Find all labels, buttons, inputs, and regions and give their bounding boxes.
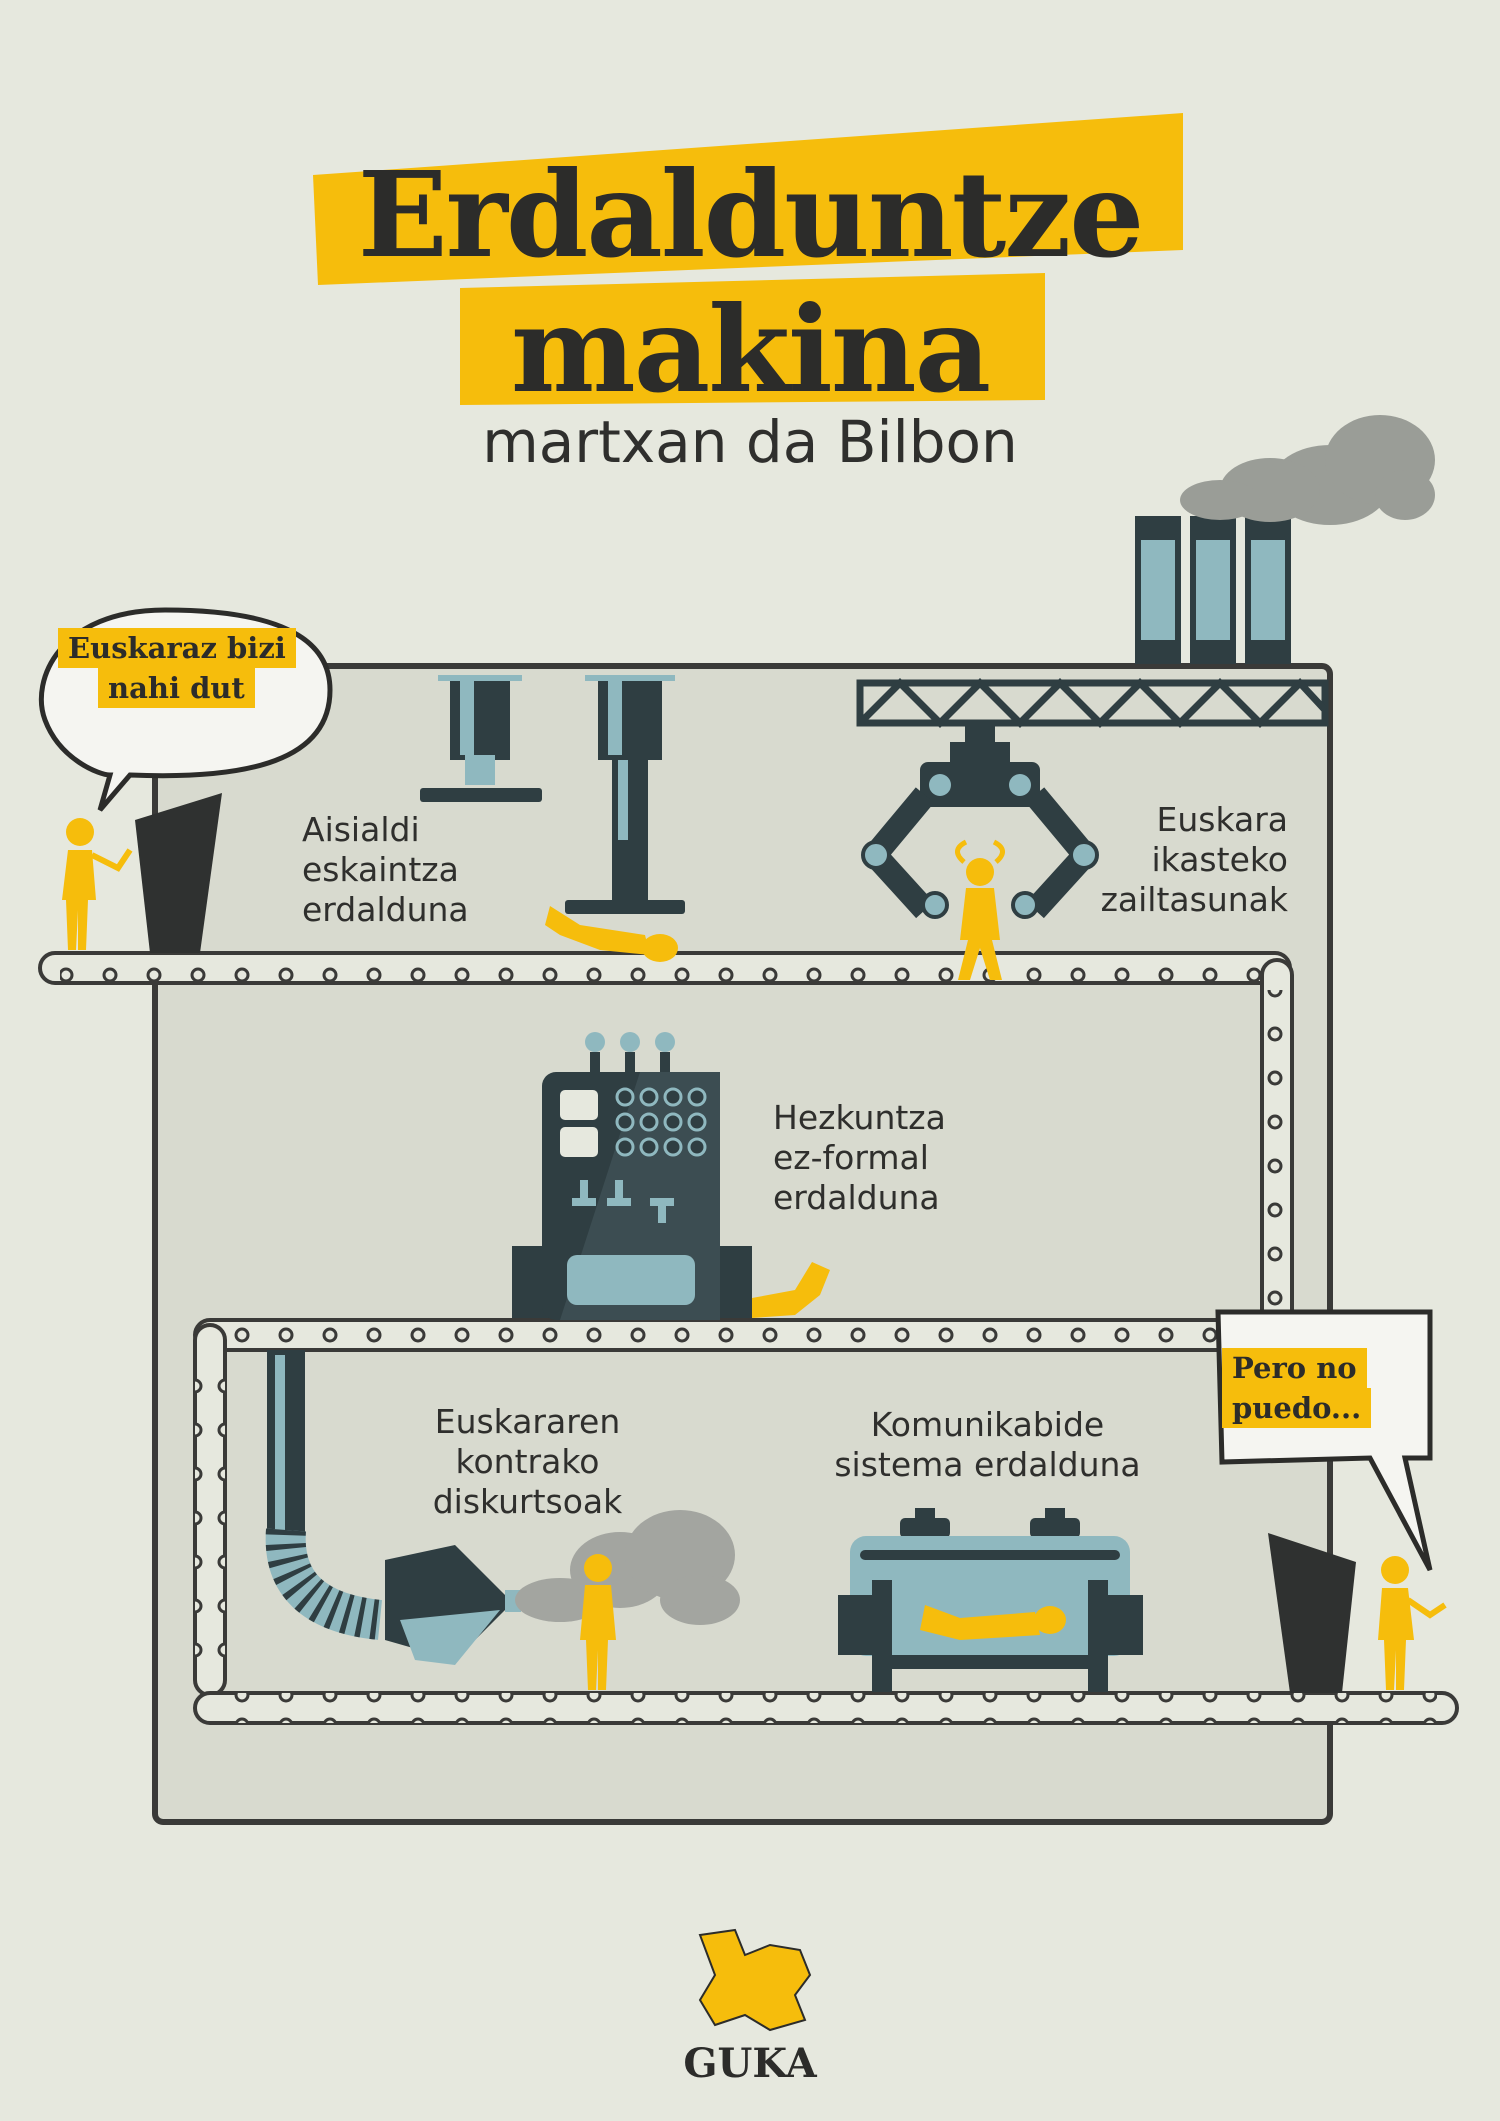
- page-subtitle: martxan da Bilbon: [482, 408, 1018, 476]
- title-band-2: [460, 273, 1045, 405]
- conveyor-right-vertical: [1260, 958, 1294, 1327]
- smokestacks: [1130, 506, 1296, 664]
- label-aisialdi-line3: erdalduna: [302, 890, 469, 929]
- bubble-left-line1: Euskaraz bizi: [58, 628, 296, 668]
- label-euskara-line2: ikasteko: [1151, 840, 1288, 879]
- label-hezkuntza-line1: Hezkuntza: [773, 1098, 946, 1137]
- speech-bubble-left-text: Euskaraz bizi nahi dut: [58, 628, 296, 708]
- label-euskara-line3: zailtasunak: [1100, 880, 1288, 919]
- bubble-right-line2: puedo...: [1222, 1388, 1372, 1428]
- bubble-left-line2: nahi dut: [98, 668, 255, 708]
- smoke-cloud-top: [1180, 415, 1435, 525]
- speech-bubble-right-text: Pero no puedo...: [1222, 1348, 1372, 1428]
- label-diskurtsoak-line1: Euskararen: [434, 1402, 621, 1441]
- label-euskara: Euskara ikasteko zailtasunak: [1080, 800, 1288, 920]
- person-icon-lying-2: [752, 1262, 830, 1318]
- press-machine-2: [565, 675, 685, 914]
- label-hezkuntza-line2: ez-formal: [773, 1138, 929, 1177]
- exit-funnel: [1268, 1533, 1356, 1693]
- title-band-1: [313, 113, 1183, 285]
- person-icon-entry: [62, 818, 133, 950]
- guka-logo-text: GUKA: [683, 2040, 817, 2087]
- page-title-line2: makina: [510, 280, 991, 419]
- label-hezkuntza-line3: erdalduna: [773, 1178, 940, 1217]
- label-hezkuntza: Hezkuntza ez-formal erdalduna: [773, 1098, 946, 1218]
- label-aisialdi: Aisialdi eskaintza erdalduna: [302, 810, 469, 930]
- conveyor-bottom: [193, 1691, 1459, 1725]
- label-komunikabide: Komunikabide sistema erdalduna: [800, 1405, 1175, 1485]
- label-euskara-line1: Euskara: [1156, 800, 1288, 839]
- conveyor-middle: [193, 1318, 1297, 1352]
- person-icon-claw: [955, 839, 1005, 980]
- label-komunikabide-line2: sistema erdalduna: [834, 1445, 1141, 1484]
- control-panel-machine: [512, 1032, 752, 1320]
- label-aisialdi-line1: Aisialdi: [302, 810, 420, 849]
- guka-logo-icon: [698, 1928, 812, 2032]
- conveyor-left-vertical: [193, 1323, 227, 1697]
- label-aisialdi-line2: eskaintza: [302, 850, 459, 889]
- label-komunikabide-line1: Komunikabide: [870, 1405, 1105, 1444]
- person-icon-smoke: [580, 1554, 616, 1690]
- person-icon-tank: [920, 1605, 1066, 1640]
- blower-machine: [265, 1350, 521, 1665]
- label-diskurtsoak-line3: diskurtsoak: [432, 1482, 623, 1521]
- smoke-cloud-bottom: [515, 1510, 740, 1625]
- person-icon-exit: [1378, 1556, 1447, 1690]
- entry-funnel: [135, 793, 222, 953]
- claw-machine: [856, 677, 1329, 919]
- person-icon-lying-1: [545, 906, 678, 962]
- bubble-right-line1: Pero no: [1222, 1348, 1367, 1388]
- press-machine-1: [420, 675, 542, 802]
- page-title-line1: Erdalduntze: [357, 145, 1145, 284]
- label-diskurtsoak: Euskararen kontrako diskurtsoak: [410, 1402, 645, 1522]
- label-diskurtsoak-line2: kontrako: [455, 1442, 600, 1481]
